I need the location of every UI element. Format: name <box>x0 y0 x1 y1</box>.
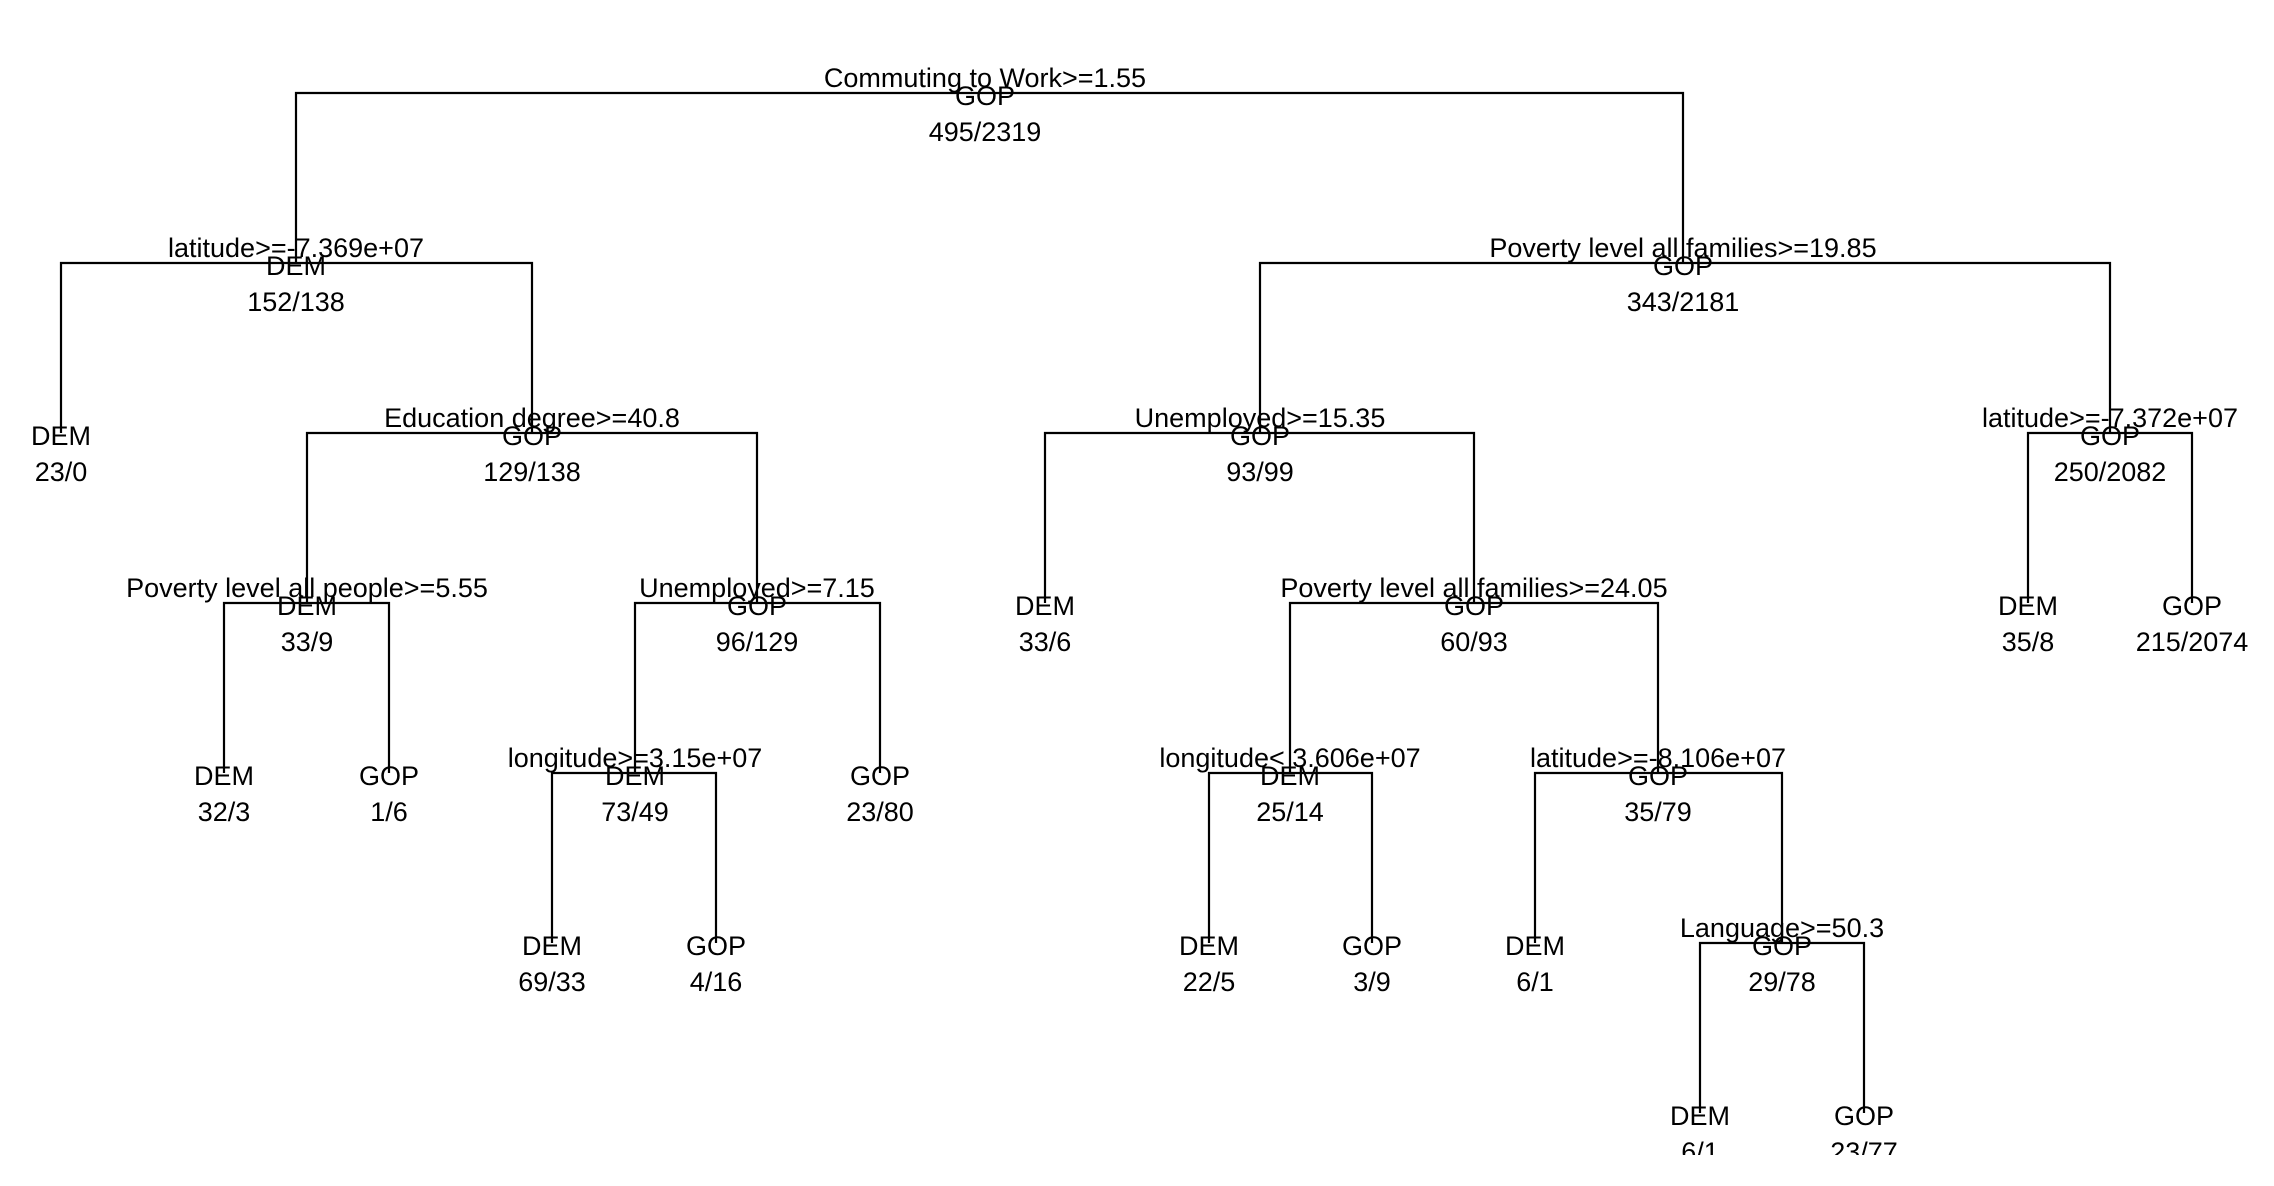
class-counts-n5: 129/138 <box>483 457 581 487</box>
class-counts-n10: 33/6 <box>1019 627 1072 657</box>
edge-n3 <box>1258 261 2112 433</box>
class-counts-n15: 1/6 <box>370 797 408 827</box>
class-counts-n14: 32/3 <box>198 797 251 827</box>
class-counts-n25: 29/78 <box>1748 967 1816 997</box>
class-counts-n4: 23/0 <box>35 457 88 487</box>
class-label-n25: GOP <box>1752 931 1812 961</box>
edge-n6 <box>1043 431 1476 603</box>
edge-n7 <box>2026 431 2194 603</box>
split-rule-n16: longitude>=3.15e+07 <box>508 743 763 773</box>
class-counts-n22: 22/5 <box>1183 967 1236 997</box>
class-label-n2: DEM <box>266 251 326 281</box>
class-counts-n1: 495/2319 <box>929 117 1042 147</box>
class-label-n6: GOP <box>1230 421 1290 451</box>
split-rule-n6: Unemployed>=15.35 <box>1135 403 1386 433</box>
class-label-n19: GOP <box>1628 761 1688 791</box>
split-rule-n2: latitude>=-7.369e+07 <box>168 233 424 263</box>
class-label-n7: GOP <box>2080 421 2140 451</box>
class-label-n16: DEM <box>605 761 665 791</box>
split-rule-n5: Education degree>=40.8 <box>384 403 680 433</box>
class-label-n11: GOP <box>1444 591 1504 621</box>
class-counts-n21: 4/16 <box>690 967 743 997</box>
class-counts-n8: 33/9 <box>281 627 334 657</box>
class-counts-n17: 23/80 <box>846 797 914 827</box>
class-counts-n19: 35/79 <box>1624 797 1692 827</box>
class-label-n17: GOP <box>850 761 910 791</box>
edge-n8 <box>222 601 391 773</box>
class-label-n23: GOP <box>1342 931 1402 961</box>
edge-n18 <box>1207 771 1374 943</box>
class-counts-n13: 215/2074 <box>2136 627 2249 657</box>
class-label-n26: DEM <box>1670 1101 1730 1131</box>
edge-n25 <box>1698 941 1866 1113</box>
class-label-n4: DEM <box>31 421 91 451</box>
class-counts-n24: 6/1 <box>1516 967 1554 997</box>
class-label-n12: DEM <box>1998 591 2058 621</box>
edge-n2 <box>59 261 534 433</box>
class-label-n1: GOP <box>955 81 1015 111</box>
class-label-n5: GOP <box>502 421 562 451</box>
edge-n1 <box>294 91 1685 263</box>
class-counts-n3: 343/2181 <box>1627 287 1740 317</box>
class-counts-n2: 152/138 <box>247 287 345 317</box>
split-rule-n1: Commuting to Work>=1.55 <box>824 63 1146 93</box>
class-label-n9: GOP <box>727 591 787 621</box>
split-rule-n19: latitude>=-8.106e+07 <box>1530 743 1786 773</box>
class-counts-n11: 60/93 <box>1440 627 1508 657</box>
class-counts-n18: 25/14 <box>1256 797 1324 827</box>
split-rule-n25: Language>=50.3 <box>1680 913 1884 943</box>
class-label-n14: DEM <box>194 761 254 791</box>
class-counts-n27: 23/77 <box>1830 1137 1898 1167</box>
class-label-n24: DEM <box>1505 931 1565 961</box>
edge-n5 <box>305 431 759 603</box>
class-label-n10: DEM <box>1015 591 1075 621</box>
split-rule-n3: Poverty level all families>=19.85 <box>1489 233 1876 263</box>
class-label-n3: GOP <box>1653 251 1713 281</box>
split-rule-n18: longitude< 3.606e+07 <box>1159 743 1420 773</box>
class-counts-n23: 3/9 <box>1353 967 1391 997</box>
edge-n16 <box>550 771 718 943</box>
class-label-n20: DEM <box>522 931 582 961</box>
class-counts-n9: 96/129 <box>716 627 799 657</box>
edge-n11 <box>1288 601 1660 773</box>
class-label-n8: DEM <box>277 591 337 621</box>
class-label-n21: GOP <box>686 931 746 961</box>
class-counts-n6: 93/99 <box>1226 457 1294 487</box>
class-counts-n20: 69/33 <box>518 967 586 997</box>
class-counts-n7: 250/2082 <box>2054 457 2167 487</box>
class-counts-n26: 6/1 <box>1681 1137 1719 1167</box>
split-rule-n8: Poverty level all people>=5.55 <box>126 573 488 603</box>
edge-n19 <box>1533 771 1784 943</box>
class-label-n22: DEM <box>1179 931 1239 961</box>
class-label-n13: GOP <box>2162 591 2222 621</box>
class-label-n27: GOP <box>1834 1101 1894 1131</box>
split-rule-n7: latitude>=-7.372e+07 <box>1982 403 2238 433</box>
class-label-n15: GOP <box>359 761 419 791</box>
class-counts-n12: 35/8 <box>2002 627 2055 657</box>
split-rule-n9: Unemployed>=7.15 <box>639 573 875 603</box>
class-label-n18: DEM <box>1260 761 1320 791</box>
class-counts-n16: 73/49 <box>601 797 669 827</box>
edge-n9 <box>633 601 882 773</box>
split-rule-n11: Poverty level all families>=24.05 <box>1280 573 1667 603</box>
